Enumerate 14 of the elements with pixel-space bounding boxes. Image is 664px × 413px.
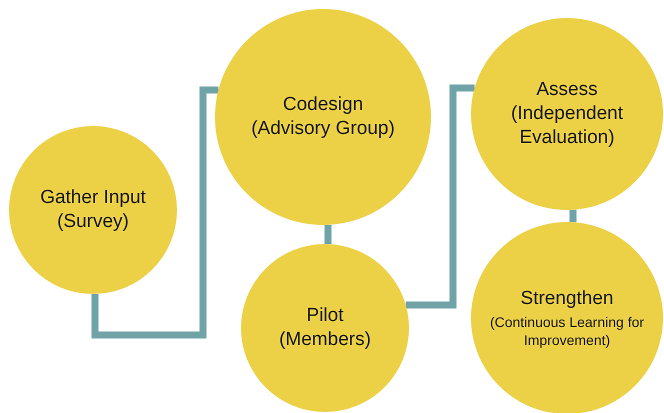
step-subtitle: (Survey): [57, 210, 129, 234]
connector-line: [324, 224, 332, 244]
connector-line: [406, 84, 475, 308]
step-title: Strengthen: [520, 286, 614, 310]
step-subtitle: (Members): [279, 328, 371, 352]
step-title: Codesign: [282, 93, 364, 117]
connector-line: [92, 86, 218, 338]
step-subtitle: (Continuous Learning for Improvement): [488, 314, 646, 350]
step-title: Pilot: [306, 304, 344, 328]
step-title: Gather Input: [40, 186, 146, 210]
step-title: Assess: [536, 78, 598, 102]
connector-line: [570, 210, 576, 222]
step-subtitle: (Independent Evaluation): [510, 102, 624, 150]
step-subtitle: (Advisory Group): [251, 117, 395, 141]
